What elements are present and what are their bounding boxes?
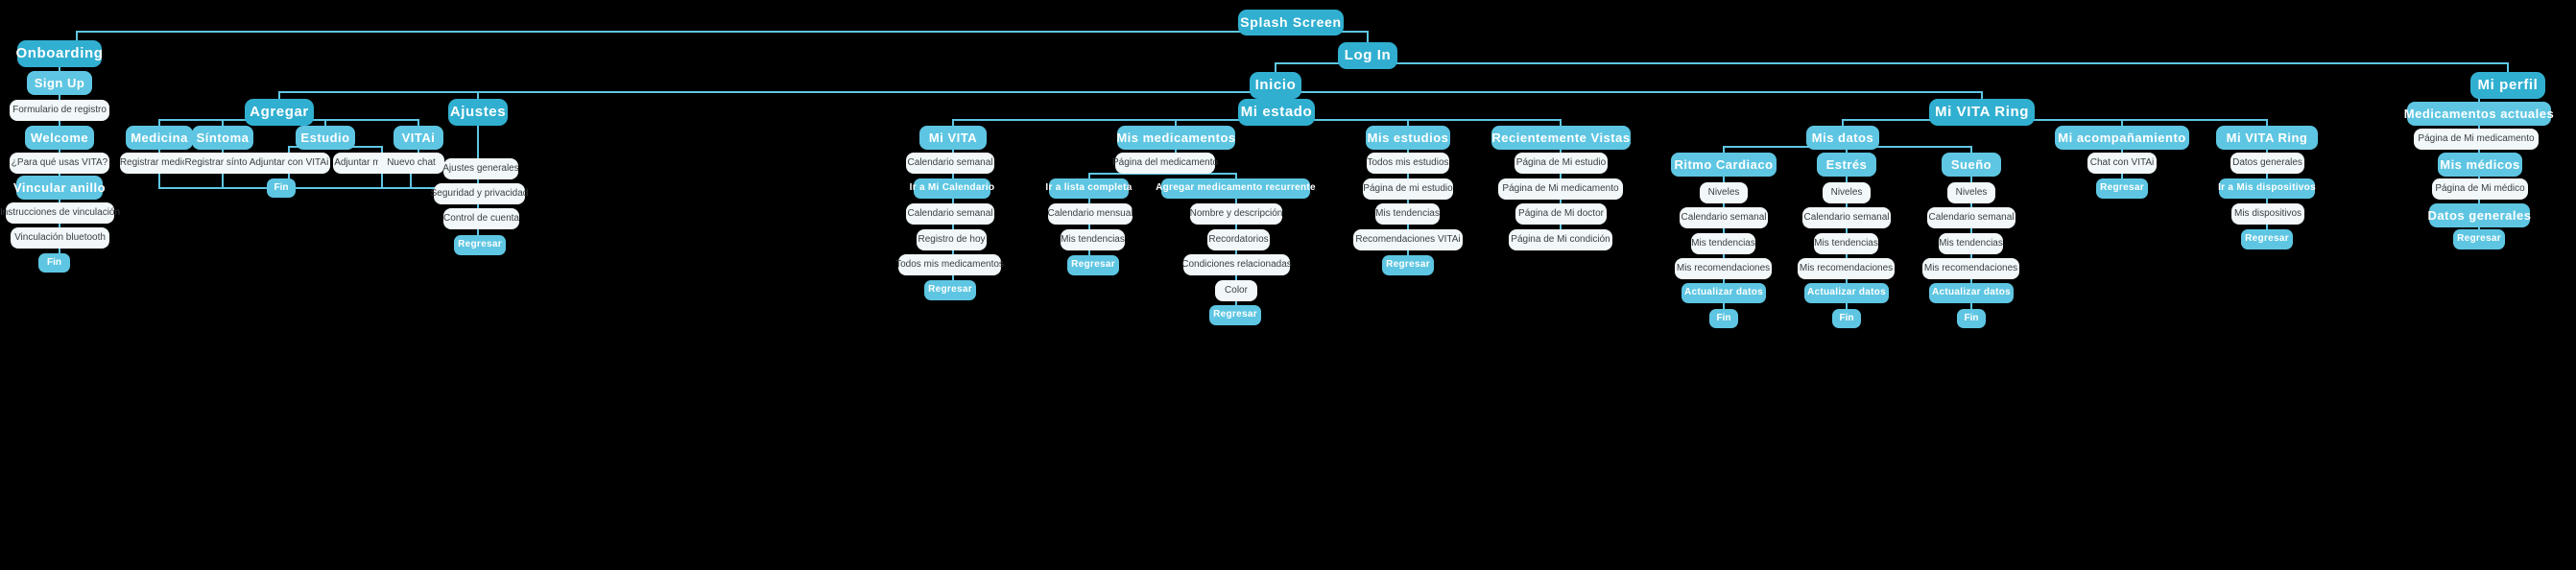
node-instr-vinculacion[interactable]: Instrucciones de vinculación (0, 202, 120, 224)
node-vitai[interactable]: VITAi (394, 126, 443, 150)
node-mvr-datos-gen[interactable]: Datos generales (2230, 153, 2304, 174)
node-mv-registro-hoy[interactable]: Registro de hoy (917, 229, 987, 250)
node-welcome[interactable]: Welcome (25, 126, 94, 150)
node-rv-pag-doctor[interactable]: Página de Mi doctor (1515, 203, 1607, 225)
node-form-registro[interactable]: Formulario de registro (10, 100, 109, 121)
node-vinc-bluetooth[interactable]: Vinculación bluetooth (11, 227, 109, 249)
node-mm-cond-relac[interactable]: Condiciones relacionadas (1181, 254, 1292, 275)
node-agregar-fin[interactable]: Fin (267, 178, 296, 198)
node-onboarding-fin[interactable]: Fin (38, 253, 70, 273)
node-mv-todos-medic[interactable]: Todos mis medicamentos (895, 254, 1004, 275)
node-estres[interactable]: Estrés (1817, 153, 1876, 177)
node-mm-regresar[interactable]: Regresar (1067, 255, 1119, 275)
node-mis-medicamentos[interactable]: Mis medicamentos (1116, 126, 1235, 150)
node-seguridad-priv[interactable]: Seguridad y privacidad (431, 183, 528, 204)
node-mm-ir-lista[interactable]: Ir a lista completa (1045, 178, 1132, 199)
node-medicina[interactable]: Medicina (126, 126, 193, 150)
node-ritmo-cardiaco[interactable]: Ritmo Cardiaco (1671, 153, 1777, 177)
node-su-recomend[interactable]: Mis recomendaciones (1922, 258, 2019, 279)
node-medicamentos-act[interactable]: Medicamentos actuales (2404, 102, 2554, 126)
node-mi-vita-ring[interactable]: Mi VITA Ring (1929, 99, 2035, 126)
node-mi-vita-ring-2[interactable]: Mi VITA Ring (2216, 126, 2318, 150)
node-mp-pag-medic[interactable]: Página de Mi medicamento (2414, 129, 2539, 150)
node-ajustes-generales[interactable]: Ajustes generales (442, 158, 519, 179)
node-mvr-regresar[interactable]: Regresar (2241, 229, 2293, 249)
node-mis-estudios[interactable]: Mis estudios (1366, 126, 1450, 150)
node-rc-cal-semanal[interactable]: Calendario semanal (1680, 207, 1768, 228)
node-mm-color[interactable]: Color (1215, 280, 1257, 301)
node-me-regresar[interactable]: Regresar (1382, 255, 1434, 275)
node-mm-mis-tendencias[interactable]: Mis tendencias (1061, 229, 1125, 250)
node-mm-pagina-medic[interactable]: Página del medicamento (1112, 153, 1218, 174)
node-inicio[interactable]: Inicio (1250, 72, 1301, 99)
node-adj-vitai[interactable]: Adjuntar con VITAi (248, 153, 330, 174)
node-rc-fin[interactable]: Fin (1709, 309, 1738, 328)
node-mi-vita[interactable]: Mi VITA (919, 126, 987, 150)
node-es-recomend[interactable]: Mis recomendaciones (1798, 258, 1895, 279)
node-sueno[interactable]: Sueño (1942, 153, 2001, 177)
node-me-todos[interactable]: Todos mis estudios (1367, 153, 1449, 174)
node-mm-nombre-desc[interactable]: Nombre y descripción (1190, 203, 1282, 225)
node-es-actualizar[interactable]: Actualizar datos (1804, 283, 1889, 303)
node-su-actualizar[interactable]: Actualizar datos (1929, 283, 2014, 303)
node-mm-regresar-2[interactable]: Regresar (1209, 305, 1261, 325)
node-recientemente[interactable]: Recientemente Vistas (1491, 126, 1631, 150)
node-es-fin[interactable]: Fin (1832, 309, 1861, 328)
node-su-fin[interactable]: Fin (1957, 309, 1986, 328)
node-ajustes[interactable]: Ajustes (448, 99, 508, 126)
node-su-niveles[interactable]: Niveles (1947, 182, 1995, 203)
node-mvr-mis-disp[interactable]: Mis dispositivos (2231, 203, 2304, 225)
node-mi-acompanamiento[interactable]: Mi acompañamiento (2055, 126, 2189, 150)
node-estudio[interactable]: Estudio (296, 126, 355, 150)
node-mp-regresar[interactable]: Regresar (2453, 229, 2505, 249)
node-mp-pag-medico[interactable]: Página de Mi médico (2432, 178, 2528, 200)
node-es-tendencias[interactable]: Mis tendencias (1814, 233, 1878, 254)
node-su-cal-semanal[interactable]: Calendario semanal (1927, 207, 2015, 228)
node-control-cuenta[interactable]: Control de cuenta (443, 208, 519, 229)
node-mm-agregar-recur[interactable]: Agregar medicamento recurrente (1156, 178, 1316, 199)
node-me-tendencias[interactable]: Mis tendencias (1375, 203, 1440, 225)
node-es-niveles[interactable]: Niveles (1823, 182, 1871, 203)
node-es-cal-semanal[interactable]: Calendario semanal (1802, 207, 1891, 228)
node-vincular-anillo[interactable]: Vincular anillo (13, 176, 106, 200)
node-onboarding[interactable]: Onboarding (16, 40, 103, 67)
node-ma-chat-vitai[interactable]: Chat con VITAi (2087, 153, 2157, 174)
node-agregar[interactable]: Agregar (245, 99, 314, 126)
node-mi-estado[interactable]: Mi estado (1238, 99, 1315, 126)
node-rc-tendencias[interactable]: Mis tendencias (1691, 233, 1755, 254)
node-rv-pag-estudio[interactable]: Página de Mi estudio (1515, 153, 1608, 174)
node-rv-pag-medic[interactable]: Página de Mi medicamento (1498, 178, 1623, 200)
node-para-que-vita[interactable]: ¿Para qué usas VITA? (10, 153, 109, 174)
node-mis-datos[interactable]: Mis datos (1806, 126, 1879, 150)
node-rc-recomend[interactable]: Mis recomendaciones (1675, 258, 1772, 279)
node-ma-regresar[interactable]: Regresar (2096, 178, 2148, 199)
node-nuevo-chat[interactable]: Nuevo chat (378, 153, 444, 174)
node-rc-actualizar[interactable]: Actualizar datos (1682, 283, 1766, 303)
node-su-tendencias[interactable]: Mis tendencias (1939, 233, 2003, 254)
node-rc-niveles[interactable]: Niveles (1700, 182, 1748, 203)
node-mv-ir-calendario[interactable]: Ir a Mi Calendario (910, 178, 994, 199)
node-mis-medicos[interactable]: Mis médicos (2438, 153, 2522, 177)
node-registrar-medicina[interactable]: Registrar medicina (120, 153, 200, 174)
node-mm-recordatorios[interactable]: Recordatorios (1207, 229, 1270, 250)
node-mv-cal-semanal-1[interactable]: Calendario semanal (906, 153, 994, 174)
node-registrar-sintoma[interactable]: Registrar síntoma (184, 153, 261, 174)
node-login[interactable]: Log In (1338, 42, 1397, 69)
node-me-recom-vitai[interactable]: Recomendaciones VITAi (1353, 229, 1463, 250)
node-mm-cal-mensual[interactable]: Calendario mensual (1048, 203, 1133, 225)
node-rv-pag-condicion[interactable]: Página de Mi condición (1509, 229, 1612, 250)
node-sintoma[interactable]: Síntoma (192, 126, 253, 150)
node-mv-cal-semanal-2[interactable]: Calendario semanal (906, 203, 994, 225)
node-signup[interactable]: Sign Up (27, 71, 92, 95)
node-datos-generales[interactable]: Datos generales (2428, 203, 2531, 227)
node-mi-perfil[interactable]: Mi perfil (2470, 72, 2545, 99)
node-me-pagina[interactable]: Página de mi estudio (1363, 178, 1453, 200)
node-mv-regresar[interactable]: Regresar (924, 280, 976, 300)
node-mvr-ir-disp[interactable]: Ir a Mis dispositivos (2218, 178, 2316, 199)
node-splash[interactable]: Splash Screen (1238, 10, 1344, 36)
node-ajustes-regresar[interactable]: Regresar (454, 235, 506, 255)
